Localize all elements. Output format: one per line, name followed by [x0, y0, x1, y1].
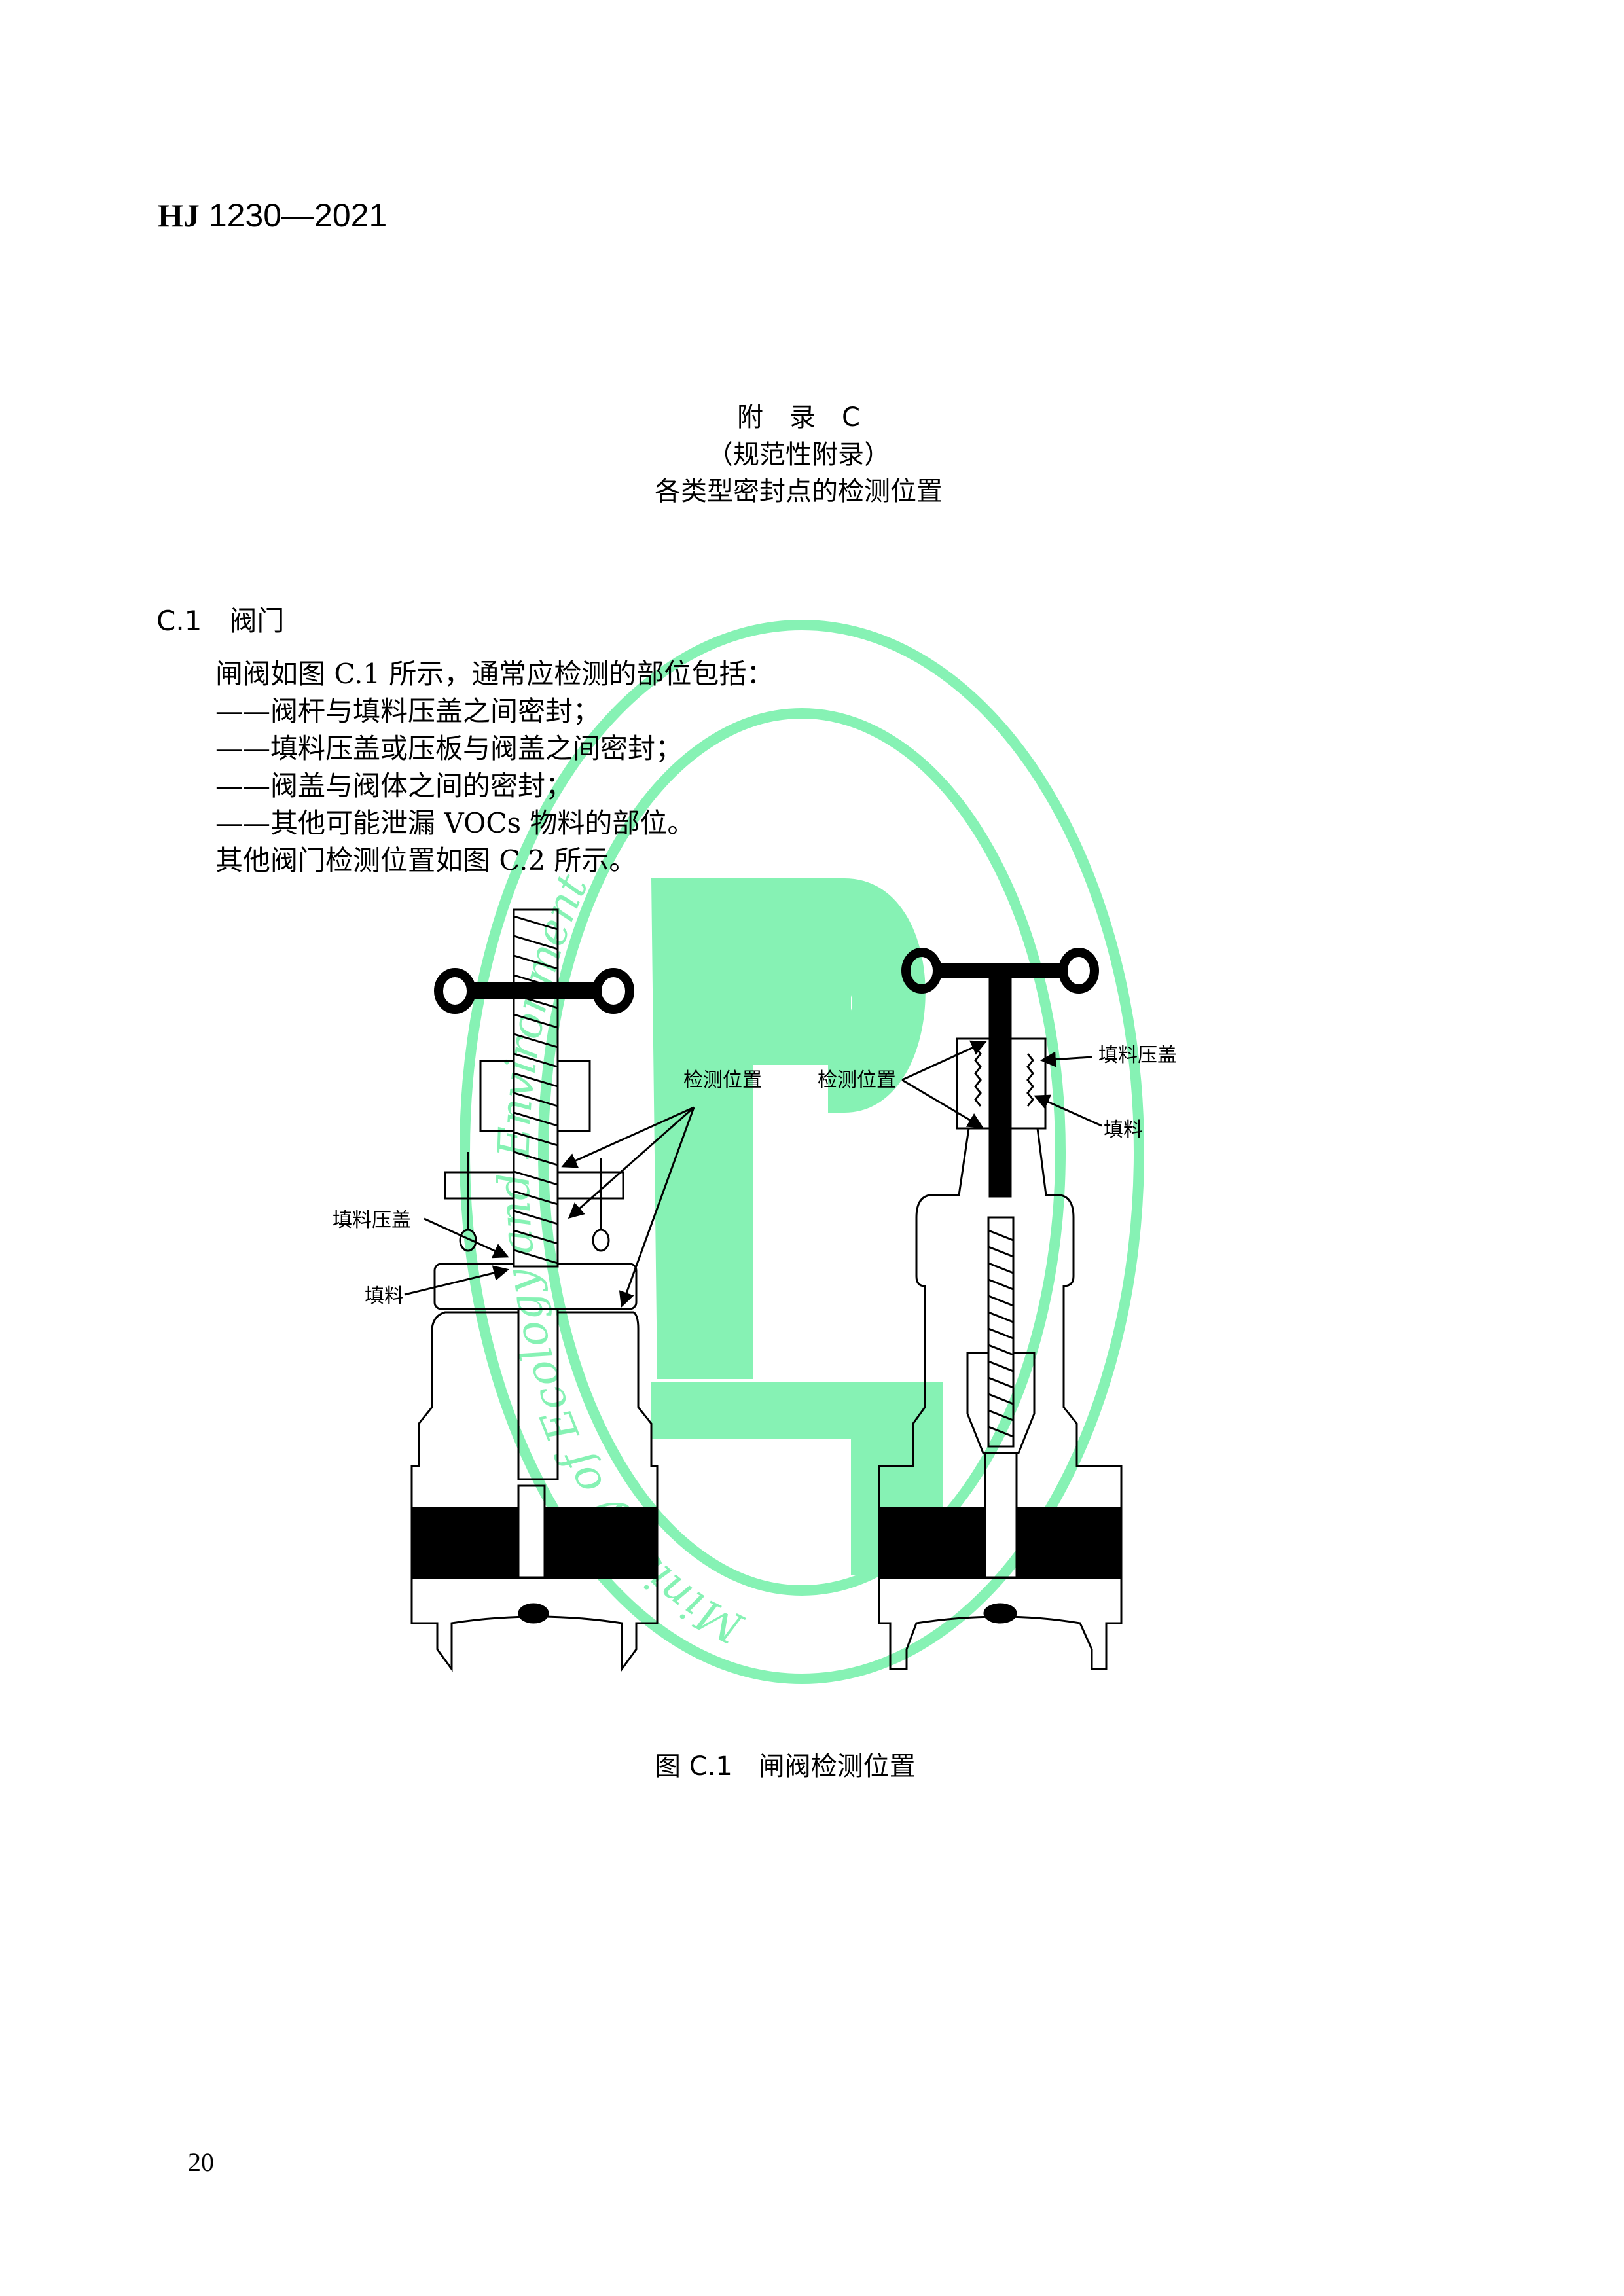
- left-packing-label: 填料: [365, 1285, 404, 1308]
- list-item: ——填料压盖或压板与阀盖之间密封；: [215, 732, 683, 764]
- left-stem-thread: [513, 915, 558, 1265]
- section-number: C.1: [156, 605, 202, 637]
- figure-caption: 图 C.1 闸阀检测位置: [655, 1751, 916, 1782]
- left-stem-shaft: [517, 1484, 546, 1579]
- section-heading: C.1 阀门: [156, 599, 284, 639]
- watermark-outer-ring: [460, 620, 1144, 1684]
- appendix-type: （规范性附录）: [707, 440, 890, 470]
- right-stem-thread: [988, 1229, 1014, 1438]
- page-number: 20: [188, 2147, 214, 2177]
- appendix-title: 附 录 C: [737, 403, 860, 433]
- watermark-inner-ring: [538, 708, 1066, 1596]
- right-handwheel-end: [1058, 948, 1099, 994]
- list-item: ——阀盖与阀体之间的密封；: [215, 770, 573, 802]
- right-packing-zigzag: [974, 1047, 1034, 1107]
- list-item: ——阀杆与填料压盖之间密封；: [215, 695, 601, 727]
- right-leader-lines: [901, 1040, 1102, 1128]
- list-item: ——其他可能泄漏 VOCs 物料的部位。: [215, 807, 695, 839]
- section-title: 阀门: [229, 605, 285, 637]
- appendix-subtitle: 各类型密封点的检测位置: [655, 476, 943, 507]
- paragraph: 其他阀门检测位置如图 C.2 所示。: [215, 844, 637, 876]
- standard-number: 1230—2021: [208, 197, 388, 234]
- standard-prefix: HJ: [158, 197, 200, 234]
- left-gland-label: 填料压盖: [333, 1209, 411, 1232]
- standard-code: HJ 1230—2021: [158, 196, 387, 234]
- right-disc-nut: [983, 1603, 1017, 1624]
- watermark-logo: [651, 878, 943, 1575]
- left-handwheel-end: [434, 968, 476, 1014]
- right-stem: [988, 969, 1012, 1198]
- left-handwheel-end: [592, 968, 634, 1014]
- left-disc-nut: [518, 1603, 549, 1624]
